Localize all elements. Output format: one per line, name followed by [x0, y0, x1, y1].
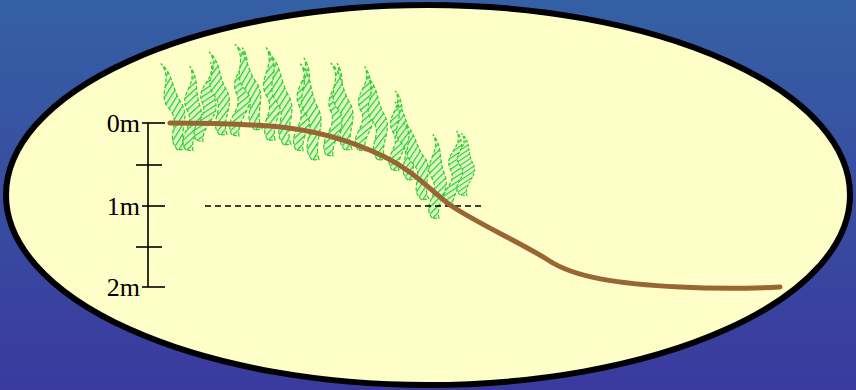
depth-scale: [136, 123, 165, 287]
depth-label: 0m: [107, 111, 140, 137]
seabed-profile: [170, 123, 780, 288]
ellipse-frame: [6, 5, 850, 385]
depth-label: 2m: [107, 275, 140, 301]
dashed-depth-line: [205, 205, 482, 207]
depth-label: 1m: [107, 194, 140, 220]
seagrass: [159, 41, 478, 219]
